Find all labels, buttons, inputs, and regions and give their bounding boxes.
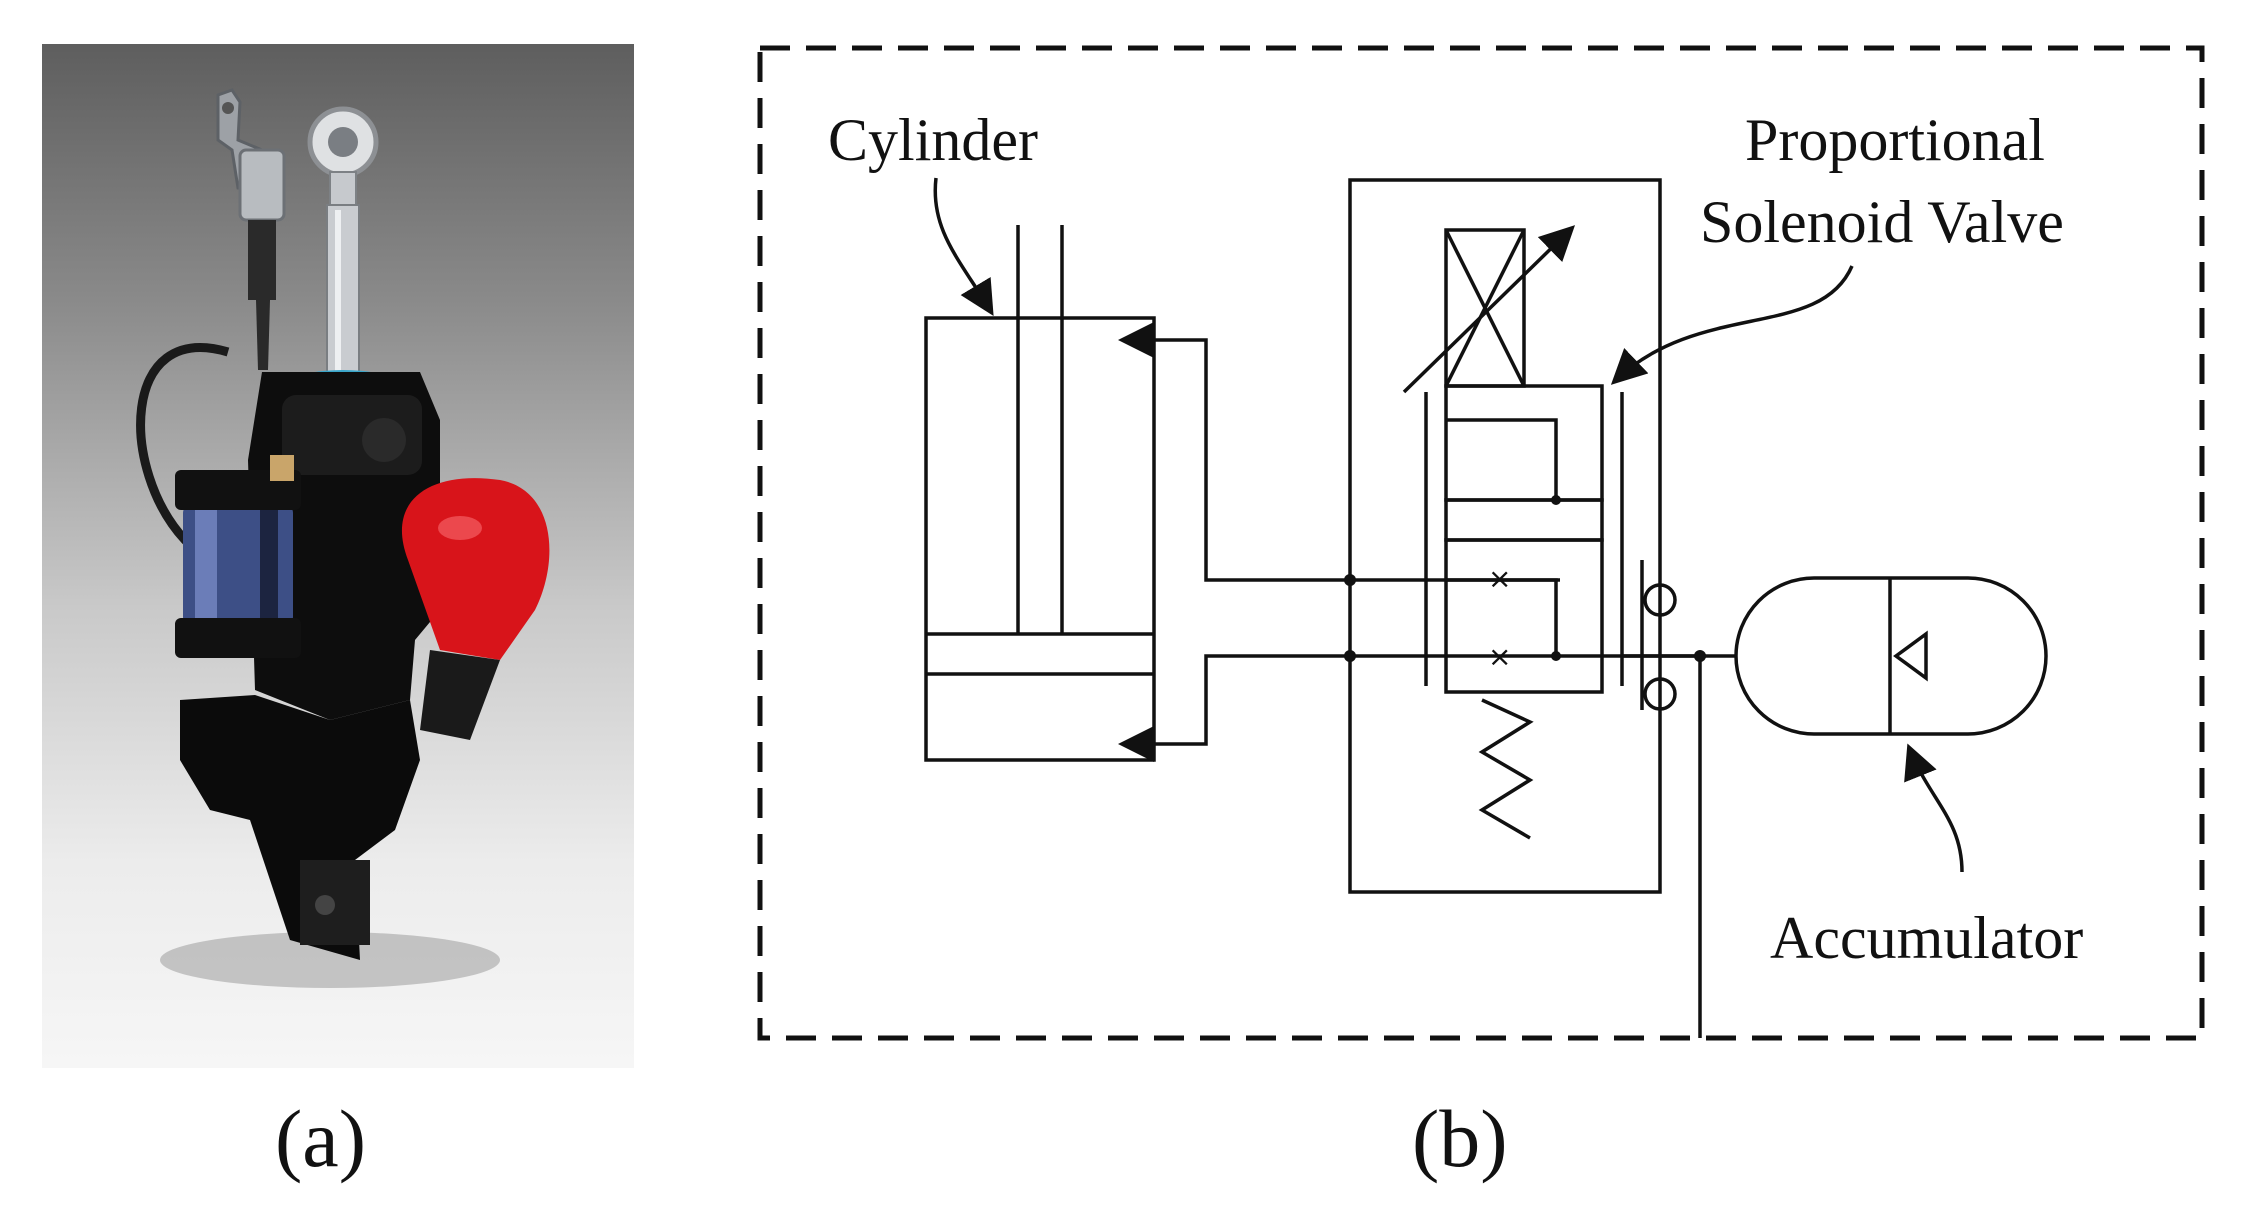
solenoid-actuator xyxy=(1444,228,1526,388)
valve-housing xyxy=(1348,178,1662,894)
valve-cross-mark-2: × xyxy=(1488,640,1511,673)
photo-red-accumulator xyxy=(401,478,550,660)
accumulator-label: Accumulator xyxy=(1770,905,2083,971)
caption-panel-a: (a) xyxy=(275,1093,367,1184)
photo-lower-mount xyxy=(180,695,420,960)
cylinder-label: Cylinder xyxy=(828,107,1038,173)
check-valves xyxy=(1640,560,1677,711)
photo-piston-rod xyxy=(326,204,360,381)
valve-label-line2: Solenoid Valve xyxy=(1700,189,2064,255)
cylinder-pointer xyxy=(933,177,994,317)
accumulator-triangle xyxy=(1893,630,1928,682)
accumulator-piping xyxy=(1622,654,1736,1038)
valve-label-line1: Proportional xyxy=(1745,107,2045,173)
valve-cross-mark-1: × xyxy=(1488,562,1511,595)
photo-shadow xyxy=(160,932,500,988)
system-boundary xyxy=(757,45,2205,1041)
cylinder-port-arrow-top xyxy=(1118,322,1154,358)
valve-spring xyxy=(1478,698,1534,840)
valve-spool xyxy=(1424,384,1624,694)
valve-pointer xyxy=(1610,265,1854,385)
proportional-arrow xyxy=(1402,225,1576,394)
cylinder-symbol xyxy=(924,225,1156,762)
cylinder-port-arrow-bottom xyxy=(1118,726,1154,762)
accumulator-symbol xyxy=(1734,576,2048,736)
accumulator-pointer xyxy=(1904,743,1964,873)
caption-panel-b: (b) xyxy=(1412,1093,1508,1184)
